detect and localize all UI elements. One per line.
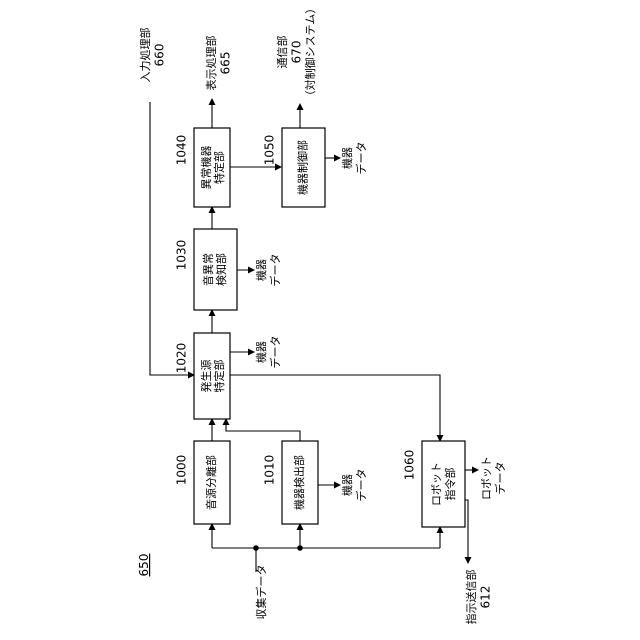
- block-id: 1010: [263, 455, 277, 486]
- output-communication: 通信部 670 （対制御システム）: [275, 3, 317, 102]
- block-label: 特定部: [212, 151, 226, 184]
- device-data-label: 機器 データ: [254, 254, 282, 287]
- block-abnormal-sound-detection: 音異常 検知部 1030: [175, 229, 238, 310]
- block-id: 1030: [175, 240, 189, 271]
- svg-text:ロボット: ロボット: [480, 456, 493, 500]
- output-label: 指示送信部: [464, 570, 478, 625]
- output-command-transmission: 指示送信部 612: [464, 570, 493, 625]
- svg-text:機器: 機器: [340, 474, 354, 496]
- output-id: 670: [290, 41, 304, 64]
- block-abnormal-device-identification: 異常機器 特定部 1040: [175, 128, 231, 207]
- block-label: 特定部: [212, 360, 226, 393]
- output-id: 612: [479, 586, 493, 609]
- input-label: 収集データ: [254, 565, 268, 620]
- block-id: 1020: [175, 343, 189, 374]
- device-data-label: 機器 データ: [340, 142, 368, 175]
- arrow-1010-to-1020: [226, 419, 300, 441]
- block-source-identification: 発生源 特定部 1020: [175, 333, 231, 419]
- svg-text:収集データ: 収集データ: [254, 565, 268, 620]
- device-data-label: 機器 データ: [254, 336, 282, 369]
- svg-text:機器: 機器: [254, 259, 268, 281]
- block-id: 1050: [263, 135, 277, 166]
- block-robot-command: ロボット 指令部 1060: [403, 441, 466, 527]
- svg-text:機器: 機器: [340, 147, 354, 169]
- figure-label: 650: [137, 554, 151, 577]
- svg-text:データ: データ: [354, 142, 368, 175]
- block-label: 機器検出部: [292, 455, 306, 510]
- block-device-detection: 機器検出部 1010: [263, 441, 319, 524]
- block-id: 1000: [175, 455, 189, 486]
- output-label: 通信部: [275, 36, 289, 69]
- block-sound-separation: 音源分離部 1000: [175, 441, 231, 524]
- svg-text:機器: 機器: [254, 341, 268, 363]
- svg-text:データ: データ: [493, 462, 507, 495]
- output-id: 665: [219, 52, 233, 75]
- block-label: 検知部: [214, 253, 228, 286]
- block-label: 指令部: [443, 468, 457, 501]
- svg-text:データ: データ: [354, 469, 368, 502]
- svg-text:データ: データ: [268, 336, 282, 369]
- device-data-label: 機器 データ: [340, 469, 368, 502]
- robot-data-label: ロボット データ: [480, 456, 507, 500]
- output-input-processing: 入力処理部 660: [138, 28, 167, 83]
- block-label: 発生源: [199, 360, 213, 393]
- output-label: 表示処理部: [204, 36, 218, 91]
- output-note: （対制御システム）: [303, 3, 317, 102]
- svg-text:650: 650: [137, 554, 151, 577]
- svg-text:データ: データ: [268, 254, 282, 287]
- block-label: 異常機器: [199, 146, 213, 190]
- output-display-processing: 表示処理部 665: [204, 36, 233, 91]
- block-id: 1060: [403, 450, 417, 481]
- block-id: 1040: [175, 135, 189, 166]
- block-label: ロボット: [430, 462, 443, 506]
- output-id: 660: [153, 44, 167, 67]
- block-label: 機器制御部: [296, 140, 310, 195]
- block-label: 音異常: [201, 253, 215, 286]
- block-label: 音源分離部: [204, 455, 218, 510]
- output-label: 入力処理部: [138, 28, 152, 83]
